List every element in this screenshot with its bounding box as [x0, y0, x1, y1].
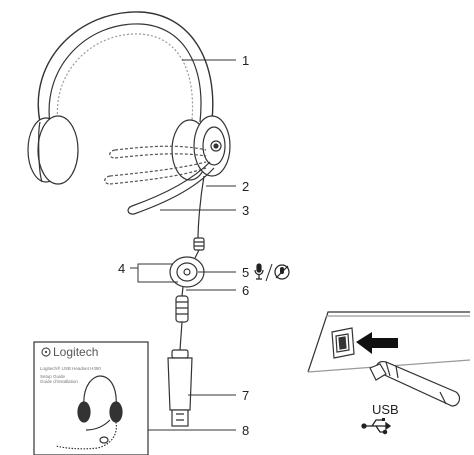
- microphone-icon: [254, 263, 264, 280]
- usb-symbol-icon: [361, 418, 392, 435]
- callout-4: 4: [118, 261, 125, 276]
- guide-product: Logitech® USB Headset H390: [40, 365, 101, 371]
- headset-cable: [197, 175, 205, 241]
- callout-leaders: [130, 59, 236, 431]
- right-ear-cup: [171, 115, 231, 181]
- setup-guide: Logitech Logitech® USB Headset H390 Setu…: [33, 341, 149, 455]
- callout-7: 7: [242, 388, 249, 403]
- guide-brand: Logitech: [53, 345, 98, 359]
- logitech-logo-icon: [41, 347, 51, 357]
- computer-side: [307, 311, 470, 373]
- usb-plug: [167, 321, 193, 427]
- guide-line-2: Guide d'installation: [40, 379, 78, 384]
- guide-headset-illustration: [55, 375, 123, 450]
- callout-8: 8: [242, 423, 249, 438]
- usb-connector: [369, 361, 461, 407]
- usb-label: USB: [372, 402, 399, 417]
- headset: [27, 11, 231, 241]
- inline-control: [169, 237, 205, 323]
- guide-line-1: Setup Guide: [40, 374, 66, 379]
- icon-separator: [265, 263, 273, 282]
- insert-arrow-icon: [356, 332, 398, 354]
- callout-5: 5: [242, 265, 249, 280]
- usb-port: [331, 327, 355, 359]
- callout-1: 1: [242, 53, 249, 68]
- callout-3: 3: [242, 203, 249, 218]
- callout-6: 6: [242, 283, 249, 298]
- mic-boom: [131, 161, 215, 215]
- leader-4: [130, 263, 178, 283]
- mute-icon: [274, 264, 290, 280]
- usb-port-inset: [307, 311, 471, 407]
- mic-boom-rotation: [104, 145, 207, 185]
- callout-2: 2: [242, 179, 249, 194]
- headband: [37, 11, 214, 123]
- left-ear-cup: [27, 115, 79, 185]
